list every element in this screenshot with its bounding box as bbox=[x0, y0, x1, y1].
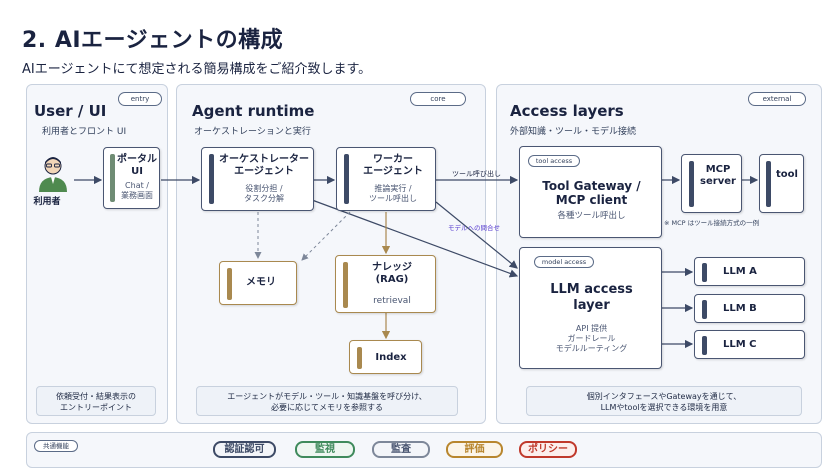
chip-monitoring: 監視 bbox=[295, 441, 355, 458]
worker-label: ワーカー エージェント bbox=[363, 154, 423, 177]
portal-ui-box[interactable]: ポータル UI Chat / 業務画面 bbox=[103, 147, 160, 209]
llm-a-label: LLM A bbox=[723, 266, 757, 277]
memory-accent-bar bbox=[227, 268, 232, 300]
entry-tag: entry bbox=[118, 92, 162, 106]
arrow-orchestrator-llmaccess bbox=[311, 199, 519, 278]
llm-access-label: LLM access layer bbox=[550, 282, 633, 313]
chip-auth: 認証認可 bbox=[213, 441, 276, 458]
agent-note: エージェントがモデル・ツール・知識基盤を呼び分け、 必要に応じてメモリを参照する bbox=[196, 386, 458, 416]
llm-c-label: LLM C bbox=[723, 339, 757, 350]
tool-label: tool bbox=[776, 169, 798, 180]
knowledge-label: ナレッジ (RAG) bbox=[372, 262, 412, 285]
tool-gateway-box[interactable]: tool access Tool Gateway / MCP client 各種… bbox=[519, 146, 662, 238]
orchestrator-box[interactable]: オーケストレーター エージェント 役割分担 / タスク分解 bbox=[201, 147, 314, 211]
memory-label: メモリ bbox=[246, 277, 276, 288]
core-tag: core bbox=[410, 92, 466, 106]
user-label: 利用者 bbox=[33, 197, 61, 207]
llm-c-accent-bar bbox=[702, 336, 707, 355]
user-ui-subtitle: 利用者とフロント UI bbox=[42, 127, 127, 137]
arrow-worker-memory bbox=[301, 211, 351, 261]
llm-a-accent-bar bbox=[702, 263, 707, 282]
orchestrator-sub: 役割分担 / タスク分解 bbox=[244, 184, 284, 203]
index-accent-bar bbox=[357, 347, 362, 369]
page-subtitle: AIエージェントにて想定される簡易構成をご紹介致します。 bbox=[22, 62, 372, 77]
page-title: 2. AIエージェントの構成 bbox=[22, 28, 284, 53]
llm-access-sub: API 提供 ガードレール モデルルーティング bbox=[555, 324, 628, 353]
portal-ui-label: ポータル UI bbox=[117, 154, 157, 177]
portal-accent-bar bbox=[110, 154, 115, 202]
external-tag: external bbox=[748, 92, 806, 106]
knowledge-sub: retrieval bbox=[373, 296, 411, 306]
worker-sub: 推論実行 / ツール呼出し bbox=[369, 184, 417, 203]
agent-runtime-title: Agent runtime bbox=[192, 102, 315, 120]
access-note: 個別インタフェースやGatewayを通じて、 LLMやtoolを選択できる環境を… bbox=[526, 386, 802, 416]
index-box[interactable]: Index bbox=[349, 340, 422, 374]
knowledge-accent-bar bbox=[343, 262, 348, 308]
model-query-label: モデルへの問合せ bbox=[448, 224, 500, 232]
chip-evaluation: 評価 bbox=[446, 441, 503, 458]
access-layers-title: Access layers bbox=[510, 102, 624, 120]
user-ui-section bbox=[26, 84, 168, 424]
arrow-worker-llmaccess bbox=[435, 201, 518, 269]
mcp-accent-bar bbox=[689, 161, 694, 207]
llm-b-box[interactable]: LLM B bbox=[694, 294, 805, 323]
mcp-server-box[interactable]: MCP server bbox=[681, 154, 742, 213]
tool-gateway-sub: 各種ツール呼出し bbox=[557, 211, 626, 221]
tool-gateway-label: Tool Gateway / MCP client bbox=[542, 179, 641, 207]
model-access-tag: model access bbox=[534, 256, 594, 268]
llm-c-box[interactable]: LLM C bbox=[694, 330, 805, 359]
index-label: Index bbox=[375, 352, 407, 363]
orchestrator-label: オーケストレーター エージェント bbox=[219, 154, 309, 177]
worker-box[interactable]: ワーカー エージェント 推論実行 / ツール呼出し bbox=[336, 147, 436, 211]
memory-box[interactable]: メモリ bbox=[219, 261, 297, 305]
worker-accent-bar bbox=[344, 154, 349, 204]
user-ui-title: User / UI bbox=[34, 102, 107, 120]
tool-accent-bar bbox=[766, 161, 771, 207]
portal-ui-sub: Chat / 業務画面 bbox=[121, 181, 153, 200]
mcp-server-label: MCP server bbox=[700, 164, 736, 187]
llm-b-accent-bar bbox=[702, 300, 707, 319]
llm-b-label: LLM B bbox=[723, 303, 757, 314]
agent-runtime-section bbox=[176, 84, 486, 424]
chip-audit: 監査 bbox=[372, 441, 430, 458]
common-functions-tag: 共通機能 bbox=[34, 440, 78, 452]
agent-runtime-subtitle: オーケストレーションと実行 bbox=[194, 127, 311, 137]
mcp-note: ※ MCP はツール接続方式の一例 bbox=[664, 219, 760, 227]
user-note: 依頼受付・結果表示の エントリーポイント bbox=[36, 386, 156, 416]
tool-call-label: ツール呼び出し bbox=[452, 170, 501, 178]
access-layers-subtitle: 外部知識・ツール・モデル接続 bbox=[510, 127, 637, 137]
knowledge-box[interactable]: ナレッジ (RAG) retrieval bbox=[335, 255, 436, 313]
llm-a-box[interactable]: LLM A bbox=[694, 257, 805, 286]
chip-policy: ポリシー bbox=[519, 441, 577, 458]
orchestrator-accent-bar bbox=[209, 154, 214, 204]
tool-access-tag: tool access bbox=[528, 155, 580, 167]
tool-box[interactable]: tool bbox=[759, 154, 804, 213]
user-icon bbox=[36, 154, 70, 192]
llm-access-box[interactable]: model access LLM access layer API 提供 ガード… bbox=[519, 247, 662, 369]
